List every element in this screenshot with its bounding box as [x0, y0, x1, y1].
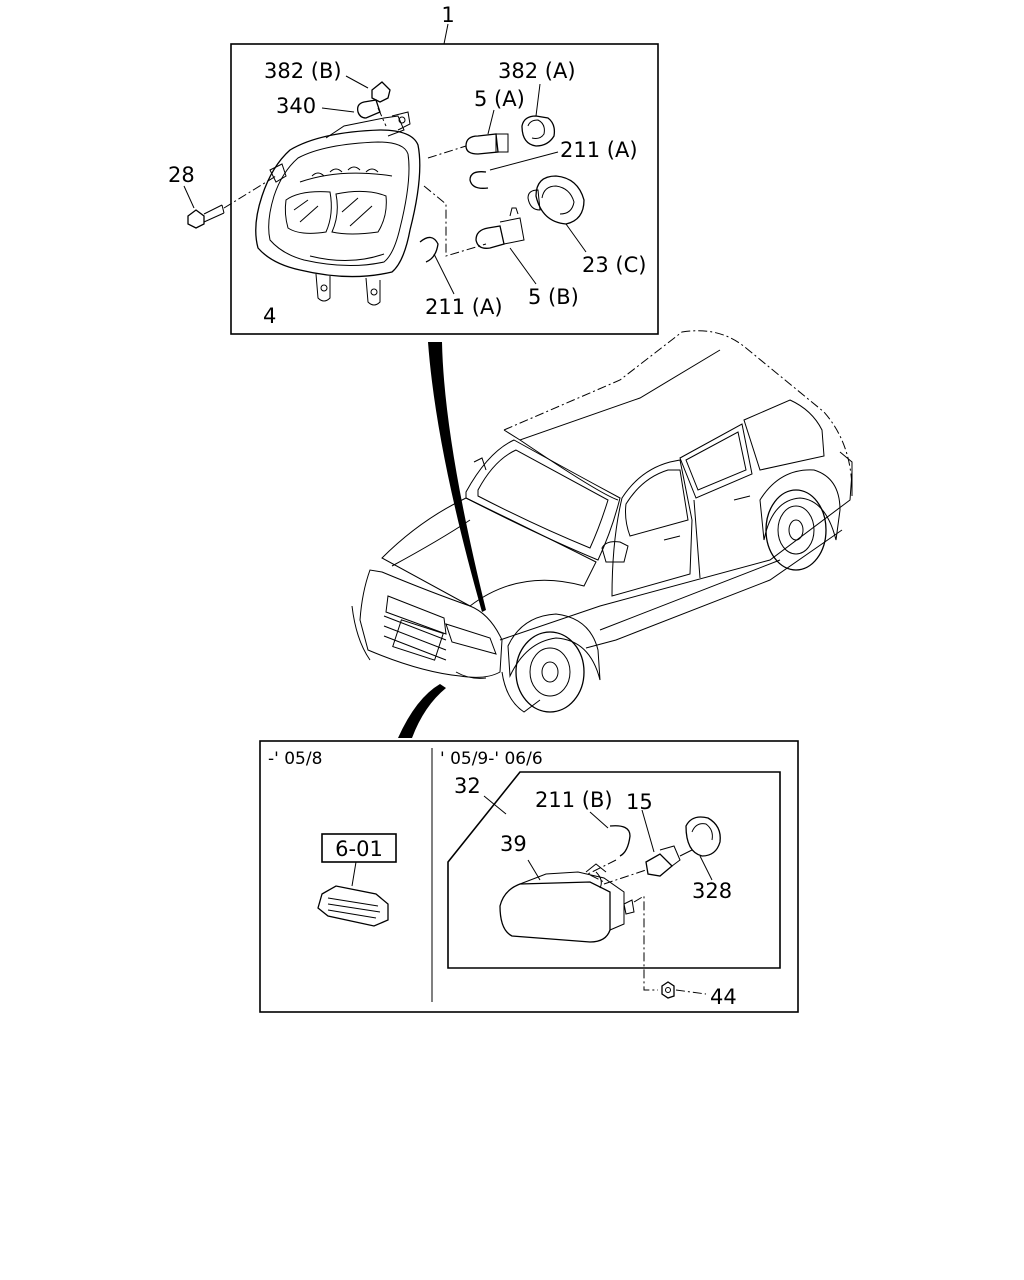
ref-box-label: 6-01	[335, 837, 383, 861]
callout-nut: 44	[710, 985, 737, 1009]
callout-fog-assembly: 32	[454, 774, 481, 798]
clip-211a-lower	[419, 236, 455, 295]
headlamp-panel: 1 28 4 382 (B) 340 5 (A) 382 (A) 211 (A)…	[168, 3, 659, 335]
pointer-to-foglamp	[398, 684, 446, 738]
callout-fog-lamp: 39	[500, 832, 527, 856]
headlamp-panel-frame	[230, 43, 659, 335]
callout-bulb-a: 5 (A)	[474, 87, 525, 111]
ref-box	[321, 833, 397, 863]
bulb-340	[321, 99, 387, 127]
bolt-28	[183, 175, 277, 229]
vehicle	[351, 330, 853, 713]
ref-6-01: 6-01	[317, 833, 397, 927]
callout-bulb-small: 340	[276, 94, 316, 118]
headlamp-body	[255, 111, 421, 306]
period-right: ' 05/9-' 06/6	[440, 749, 543, 769]
callout-bolt: 28	[168, 163, 195, 187]
leader-assembly	[443, 23, 449, 45]
clip-211a-upper	[469, 151, 559, 189]
callout-bulb-b: 5 (B)	[528, 285, 579, 309]
nut-44	[623, 895, 707, 999]
callout-cap: 23 (C)	[582, 253, 646, 277]
callout-clip-upper: 211 (A)	[560, 138, 638, 162]
cap-23c	[527, 175, 587, 253]
bulb-5b	[475, 207, 537, 285]
foglamp-panel: -' 05/8 ' 05/9-' 06/6 6-01	[259, 740, 799, 1013]
callout-clip-lower: 211 (A)	[425, 295, 503, 319]
pointer-to-headlamp	[428, 342, 486, 612]
bulb-15	[641, 809, 693, 877]
foglamp-panel-frame	[259, 740, 799, 1013]
callout-fog-clip: 211 (B)	[535, 788, 613, 812]
period-left: -' 05/8	[268, 749, 322, 769]
socket-328	[685, 816, 721, 881]
foglamp-39	[499, 859, 647, 943]
bulb-5a	[427, 109, 509, 159]
foglamp-inner-frame	[447, 771, 781, 969]
socket-382b	[345, 75, 391, 103]
callout-fog-socket: 328	[692, 879, 732, 903]
callout-socket-b: 382 (B)	[264, 59, 342, 83]
socket-382a	[521, 83, 556, 147]
callout-assembly: 1	[441, 3, 454, 27]
clip-211b	[586, 811, 631, 883]
callout-socket-a: 382 (A)	[498, 59, 576, 83]
callout-fog-bulb: 15	[626, 790, 653, 814]
callout-lamp-body: 4	[263, 304, 276, 328]
